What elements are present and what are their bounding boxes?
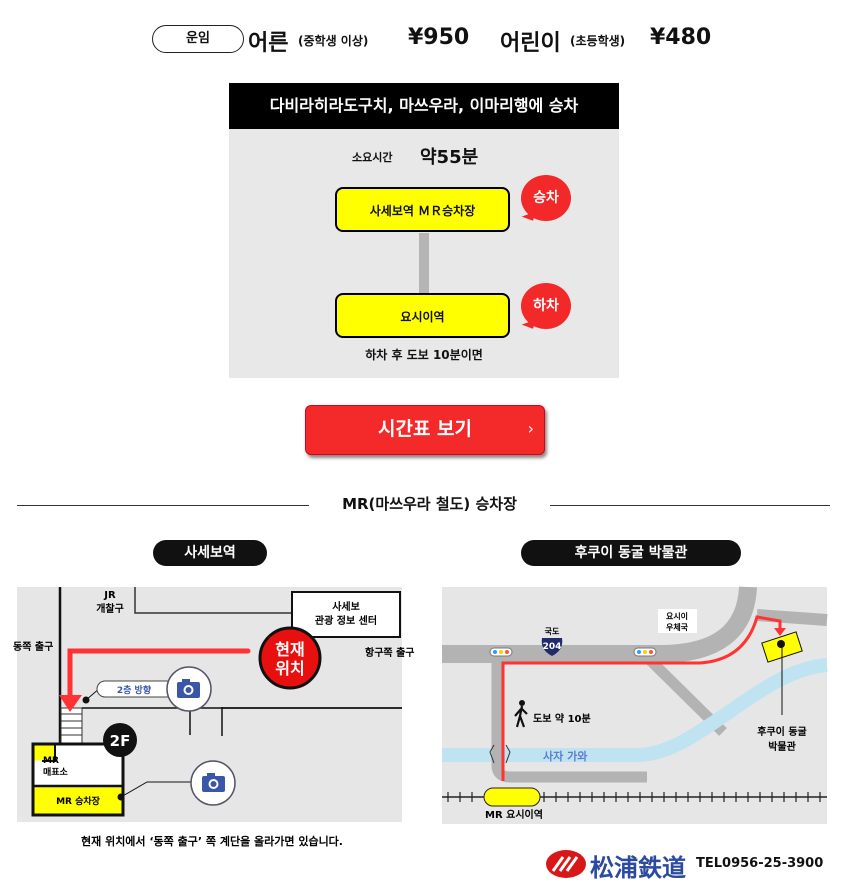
- walking-route: [501, 615, 782, 781]
- divider: [17, 505, 309, 506]
- yoshii-station-map: 국도 204 요시이 우체국 후쿠이 동굴 박물관 도보 약 10분 사자 가와…: [442, 586, 828, 824]
- section-title: MR(마쓰우라 철도) 승차장: [342, 495, 517, 513]
- port-exit-label: 항구쪽 출구: [365, 646, 414, 659]
- walking-person-icon: [514, 700, 528, 728]
- route-box: 다비라히라도구치, 마쓰우라, 이마리행에 승차 소요시간 약55분 사세보역 …: [229, 83, 619, 378]
- alight-badge: 하차: [521, 283, 571, 329]
- to-2f-label: 2층 방향: [117, 684, 152, 696]
- ticket-office-label: 매표소: [43, 766, 69, 778]
- chevron-right-icon: ›: [527, 419, 534, 438]
- left-map-title: 사세보역: [153, 540, 267, 566]
- adult-price: ¥950: [408, 25, 470, 50]
- floor-badge: 2F: [110, 732, 131, 750]
- current-location-label: 현재: [275, 640, 304, 659]
- right-map-title: 후쿠이 동굴 박물관: [521, 540, 741, 566]
- jr-gate-label: JR: [103, 590, 116, 601]
- current-location-marker: [258, 626, 322, 690]
- duration-value: 약55분: [420, 147, 479, 168]
- timetable-button-label: 시간표 보기: [377, 418, 472, 440]
- station-label: MR 요시이역: [485, 808, 543, 821]
- ticket-office-label: MR: [43, 756, 59, 766]
- platform-label: MR 승차장: [56, 795, 101, 807]
- route-connector: [419, 233, 429, 293]
- jr-gate-label: 개찰구: [96, 602, 124, 615]
- station-marker: [483, 787, 541, 807]
- walk-note: 하차 후 도보 10분이면: [365, 348, 483, 362]
- route-number: 204: [543, 642, 562, 652]
- traffic-light-icon: [489, 647, 513, 657]
- east-exit-label: 동쪽 출구: [13, 640, 53, 653]
- walk-time-label: 도보 약 10분: [533, 712, 591, 725]
- info-center-label: 관광 정보 센터: [315, 614, 377, 627]
- route-arrow: [67, 648, 251, 698]
- board-stop: 사세보역 ＭＲ승차장: [335, 187, 510, 232]
- route-header: 다비라히라도구치, 마쓰우라, 이마리행에 승차: [229, 83, 619, 129]
- matsuura-railway-logo: [546, 850, 586, 878]
- duration-label: 소요시간: [352, 151, 393, 164]
- current-location-label: 위치: [275, 659, 304, 678]
- post-office-label: 우체국: [666, 622, 689, 632]
- timetable-button[interactable]: 시간표 보기 ›: [305, 405, 545, 455]
- traffic-light-icon: [633, 647, 657, 657]
- route-label: 국도: [545, 627, 560, 636]
- fare-label: 운임: [152, 25, 244, 53]
- camera-icon[interactable]: [190, 760, 236, 806]
- map-caption: 현재 위치에서 ‘동쪽 출구’ 쪽 계단을 올라가면 있습니다.: [81, 834, 343, 848]
- museum-label: 박물관: [768, 740, 796, 753]
- adult-note: (중학생 이상): [298, 34, 369, 48]
- child-note: (초등학생): [570, 34, 626, 48]
- post-office-label: 요시이: [666, 611, 688, 621]
- info-center-label: 사세보: [332, 600, 360, 613]
- adult-label: 어른: [248, 31, 289, 56]
- alight-stop: 요시이역: [335, 293, 510, 338]
- river-label: 사자 가와: [543, 749, 587, 763]
- board-badge: 승차: [521, 175, 571, 221]
- telephone: TEL0956-25-3900: [696, 856, 824, 871]
- route-shield-icon: [541, 638, 563, 656]
- child-label: 어린이: [500, 31, 561, 56]
- child-price: ¥480: [650, 25, 712, 50]
- camera-icon[interactable]: [166, 666, 212, 712]
- sasebo-station-map: 사세보 관광 정보 센터 JR 개찰구 동쪽 출구 항구쪽 출구 현재 위치 2…: [13, 587, 414, 848]
- divider: [550, 505, 830, 506]
- logo-text: 松浦鉄道: [590, 854, 686, 882]
- museum-label: 후쿠이 동굴: [757, 725, 806, 738]
